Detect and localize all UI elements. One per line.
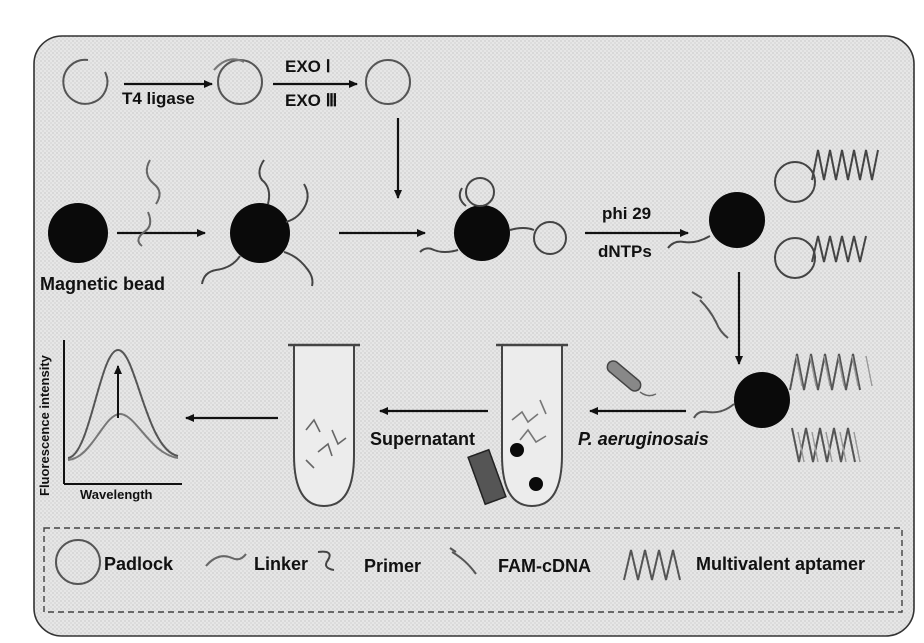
phi29-label: phi 29 xyxy=(602,205,651,222)
legend-fam-cdna-label: FAM-cDNA xyxy=(498,557,591,575)
supernatant-tube-icon xyxy=(288,345,360,506)
dntps-label: dNTPs xyxy=(598,243,652,260)
legend-padlock-label: Padlock xyxy=(104,555,173,573)
target-label: P. aeruginosais xyxy=(578,430,709,448)
exo1-label: EXO Ⅰ xyxy=(285,58,331,75)
magnetic-bead-icon xyxy=(48,203,108,263)
exo3-label: EXO Ⅲ xyxy=(285,92,337,109)
t4-ligase-label: T4 ligase xyxy=(122,90,195,107)
magnetic-bead-label: Magnetic bead xyxy=(40,275,165,293)
spectrum-xlabel: Wavelength xyxy=(80,488,152,501)
supernatant-label: Supernatant xyxy=(370,430,475,448)
spectrum-ylabel: Fluorescence intensity xyxy=(38,355,51,496)
captured-bead-icon xyxy=(510,443,524,457)
main-panel xyxy=(34,36,914,636)
legend-primer-label: Primer xyxy=(364,557,421,575)
tube-with-beads-icon xyxy=(496,345,568,506)
legend-aptamer-label: Multivalent aptamer xyxy=(696,555,865,573)
legend-linker-label: Linker xyxy=(254,555,308,573)
captured-bead-icon xyxy=(529,477,543,491)
